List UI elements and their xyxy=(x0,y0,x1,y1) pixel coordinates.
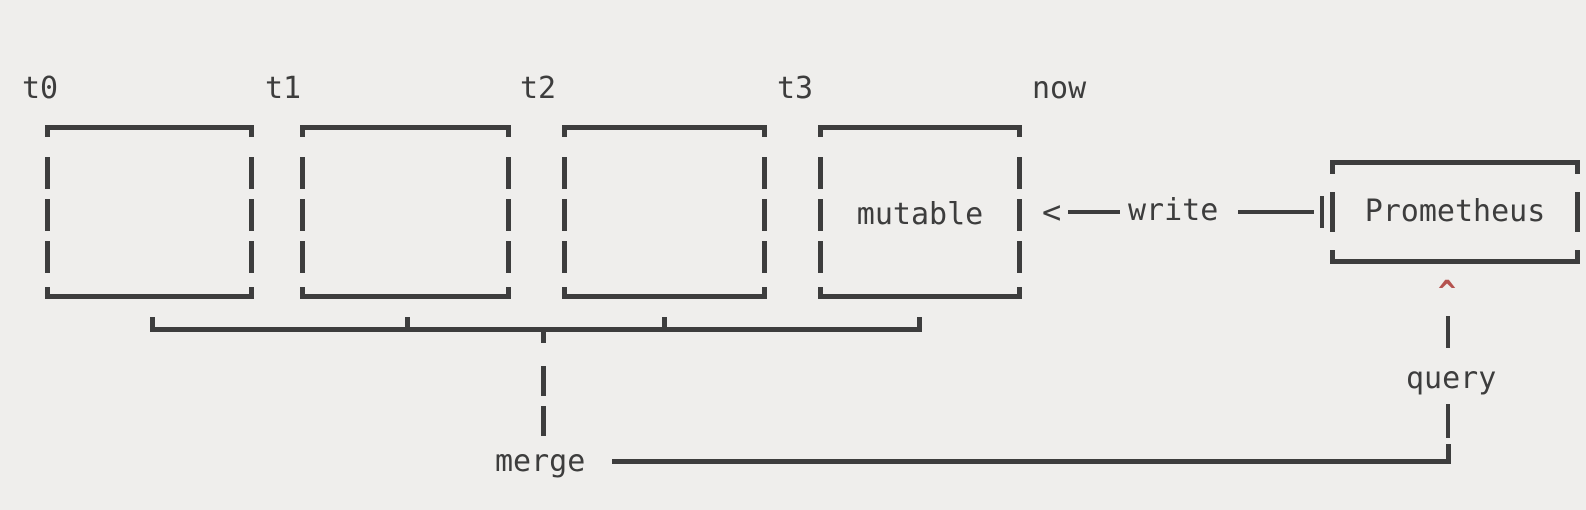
chunk-box-bottom-edge xyxy=(300,294,511,299)
merge-drop-pipe-2 xyxy=(541,406,546,436)
chunk-pipe-right-1 xyxy=(1017,157,1022,189)
query-edge-label: query xyxy=(1406,361,1497,396)
chunk-pipe-right-2 xyxy=(762,199,767,231)
time-label-now: now xyxy=(1032,71,1087,106)
query-corner-bottom xyxy=(1446,444,1451,464)
chunk-pipe-right-1 xyxy=(249,157,254,189)
chunk-box-bottom-edge xyxy=(818,294,1022,299)
chunk-corner-top-right xyxy=(506,125,511,137)
chunk-pipe-left-2 xyxy=(818,199,823,231)
chunk-box-0 xyxy=(45,125,254,299)
prometheus-corner-top-left xyxy=(1330,160,1335,174)
chunk-pipe-right-1 xyxy=(506,157,511,189)
mutable-chunk-label: mutable xyxy=(856,197,984,232)
chunk-pipe-right-3 xyxy=(249,241,254,273)
chunk-pipe-left-3 xyxy=(562,241,567,273)
prometheus-corner-bottom-right xyxy=(1575,250,1580,264)
chunk-pipe-left-3 xyxy=(818,241,823,273)
prometheus-label: Prometheus xyxy=(1364,194,1546,229)
merge-bracket-tick-right xyxy=(917,317,922,332)
prometheus-server-box[interactable]: Prometheus xyxy=(1330,160,1580,264)
chunk-corner-top-left xyxy=(45,125,50,137)
chunk-pipe-left-1 xyxy=(300,157,305,189)
merge-edge-label: merge xyxy=(495,444,586,479)
chunk-box-top-edge xyxy=(818,125,1022,130)
merge-line-to-query xyxy=(612,459,1451,464)
chunk-corner-top-right xyxy=(762,125,767,137)
chunk-corner-bottom-left xyxy=(562,287,567,299)
chunk-corner-bottom-left xyxy=(300,287,305,299)
chunk-pipe-left-1 xyxy=(562,157,567,189)
chunk-box-2 xyxy=(562,125,767,299)
chunk-pipe-right-2 xyxy=(249,199,254,231)
prometheus-pipe-left xyxy=(1330,192,1335,232)
time-label-t1: t1 xyxy=(265,71,302,106)
merge-bracket-line xyxy=(150,327,922,332)
chunk-corner-top-right xyxy=(1017,125,1022,137)
write-line-left xyxy=(1068,210,1120,214)
chunk-box-bottom-edge xyxy=(45,294,254,299)
chunk-corner-bottom-right xyxy=(1017,287,1022,299)
chunk-box-bottom-edge xyxy=(562,294,767,299)
chunk-corner-bottom-left xyxy=(818,287,823,299)
write-line-right xyxy=(1238,210,1314,214)
chunk-pipe-right-3 xyxy=(1017,241,1022,273)
chunk-pipe-left-3 xyxy=(300,241,305,273)
time-label-t2: t2 xyxy=(520,71,557,106)
chunk-corner-top-left xyxy=(562,125,567,137)
chunk-box-mutable: mutable xyxy=(818,125,1022,299)
chunk-box-1 xyxy=(300,125,511,299)
prometheus-pipe-right xyxy=(1575,192,1580,232)
time-label-t0: t0 xyxy=(22,71,59,106)
chunk-pipe-left-1 xyxy=(818,157,823,189)
chunk-pipe-right-2 xyxy=(506,199,511,231)
chunk-corner-bottom-right xyxy=(762,287,767,299)
chunk-pipe-left-1 xyxy=(45,157,50,189)
query-pipe-upper xyxy=(1446,316,1450,348)
chunk-pipe-left-3 xyxy=(45,241,50,273)
merge-bracket-tick-2 xyxy=(662,317,667,332)
merge-drop-pipe-1 xyxy=(541,366,546,396)
chunk-pipe-left-2 xyxy=(562,199,567,231)
query-pipe-lower xyxy=(1446,404,1450,438)
chunk-pipe-left-2 xyxy=(45,199,50,231)
chunk-corner-bottom-left xyxy=(45,287,50,299)
prometheus-corner-bottom-left xyxy=(1330,250,1335,264)
chunk-corner-bottom-right xyxy=(249,287,254,299)
chunk-pipe-right-1 xyxy=(762,157,767,189)
chunk-box-top-edge xyxy=(300,125,511,130)
chunk-pipe-left-2 xyxy=(300,199,305,231)
merge-drop-stub xyxy=(541,327,546,343)
chunk-pipe-right-3 xyxy=(762,241,767,273)
time-label-t3: t3 xyxy=(777,71,814,106)
write-arrowhead-icon: < xyxy=(1042,193,1062,231)
chunk-corner-bottom-right xyxy=(506,287,511,299)
query-arrowhead-icon: ^ xyxy=(1438,275,1457,310)
chunk-pipe-right-2 xyxy=(1017,199,1022,231)
prometheus-box-bottom-edge xyxy=(1330,259,1580,264)
write-edge-label: write xyxy=(1128,193,1219,228)
chunk-corner-top-left xyxy=(818,125,823,137)
merge-bracket-tick-1 xyxy=(405,317,410,332)
chunk-corner-top-right xyxy=(249,125,254,137)
write-connector-pipe xyxy=(1320,196,1324,228)
prometheus-box-top-edge xyxy=(1330,160,1580,165)
chunk-box-top-edge xyxy=(562,125,767,130)
prometheus-corner-top-right xyxy=(1575,160,1580,174)
chunk-box-top-edge xyxy=(45,125,254,130)
chunk-pipe-right-3 xyxy=(506,241,511,273)
merge-bracket-tick-left xyxy=(150,317,155,332)
chunk-corner-top-left xyxy=(300,125,305,137)
